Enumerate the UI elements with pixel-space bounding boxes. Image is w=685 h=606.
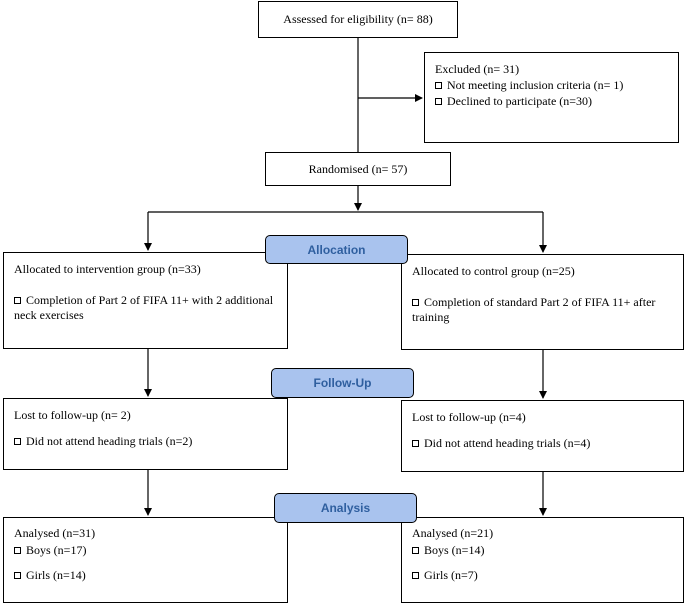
phase-analysis-label: Analysis <box>320 501 371 515</box>
intervention-lost-detail: Did not attend heading trials (n=2) <box>14 434 192 449</box>
control-lost-detail-label: Did not attend heading trials (n=4) <box>424 436 591 450</box>
intervention-lost-box: Lost to follow-up (n= 2) Did not attend … <box>3 398 288 470</box>
intervention-allocation-box: Allocated to intervention group (n=33) C… <box>3 252 288 349</box>
intervention-analysed-label: Analysed (n=31) <box>14 526 96 540</box>
control-lost-label: Lost to follow-up (n=4) <box>412 410 526 424</box>
intervention-boys-label: Boys (n=17) <box>26 543 87 557</box>
intervention-lost-detail-label: Did not attend heading trials (n=2) <box>26 434 193 448</box>
excluded-title: Excluded (n= 31) <box>435 62 520 76</box>
excluded-item-2-label: Declined to participate (n=30) <box>447 94 593 108</box>
phase-allocation-pill: Allocation <box>265 235 408 264</box>
control-allocation-box: Allocated to control group (n=25) Comple… <box>401 254 684 350</box>
randomised-label: Randomised (n= 57) <box>308 161 408 176</box>
control-lost-detail: Did not attend heading trials (n=4) <box>412 436 590 451</box>
checkbox-bullet-icon <box>412 440 419 447</box>
checkbox-bullet-icon <box>412 572 419 579</box>
intervention-girls: Girls (n=14) <box>14 568 86 583</box>
checkbox-bullet-icon <box>14 438 21 445</box>
control-analysis-box: Analysed (n=21) Boys (n=14) Girls (n=7) <box>401 517 684 603</box>
excluded-box: Excluded (n= 31) Not meeting inclusion c… <box>424 52 679 143</box>
checkbox-bullet-icon <box>412 547 419 554</box>
excluded-item-1-label: Not meeting inclusion criteria (n= 1) <box>447 78 624 92</box>
checkbox-bullet-icon <box>14 547 21 554</box>
phase-followup-pill: Follow-Up <box>271 368 414 398</box>
randomised-box: Randomised (n= 57) <box>265 152 451 186</box>
control-boys-label: Boys (n=14) <box>424 543 485 557</box>
intervention-lost-label: Lost to follow-up (n= 2) <box>14 408 131 422</box>
checkbox-bullet-icon <box>14 572 21 579</box>
control-boys: Boys (n=14) <box>412 543 484 558</box>
phase-allocation-label: Allocation <box>307 242 366 257</box>
control-analysed-label: Analysed (n=21) <box>412 526 494 540</box>
checkbox-bullet-icon <box>14 297 21 304</box>
control-girls: Girls (n=7) <box>412 568 478 583</box>
checkbox-bullet-icon <box>435 98 442 105</box>
intervention-analysis-box: Analysed (n=31) Boys (n=17) Girls (n=14) <box>3 517 288 603</box>
intervention-allocated-label: Allocated to intervention group (n=33) <box>14 262 201 276</box>
checkbox-bullet-icon <box>412 299 419 306</box>
intervention-girls-label: Girls (n=14) <box>26 568 86 582</box>
intervention-allocated-detail-label: Completion of Part 2 of FIFA 11+ with 2 … <box>14 293 274 322</box>
checkbox-bullet-icon <box>435 82 442 89</box>
assessed-label: Assessed for eligibility (n= 88) <box>283 12 433 26</box>
phase-followup-label: Follow-Up <box>313 376 372 390</box>
phase-analysis-pill: Analysis <box>274 493 417 523</box>
intervention-allocated-detail: Completion of Part 2 of FIFA 11+ with 2 … <box>14 293 279 323</box>
control-lost-box: Lost to follow-up (n=4) Did not attend h… <box>401 400 684 472</box>
control-allocated-label: Allocated to control group (n=25) <box>412 264 575 278</box>
control-allocated-detail: Completion of standard Part 2 of FIFA 11… <box>412 295 677 325</box>
excluded-item-1: Not meeting inclusion criteria (n= 1) <box>435 78 623 93</box>
control-allocated-detail-label: Completion of standard Part 2 of FIFA 11… <box>412 295 656 324</box>
excluded-item-2: Declined to participate (n=30) <box>435 94 592 109</box>
control-girls-label: Girls (n=7) <box>424 568 478 582</box>
assessed-box: Assessed for eligibility (n= 88) <box>258 1 458 38</box>
intervention-boys: Boys (n=17) <box>14 543 86 558</box>
